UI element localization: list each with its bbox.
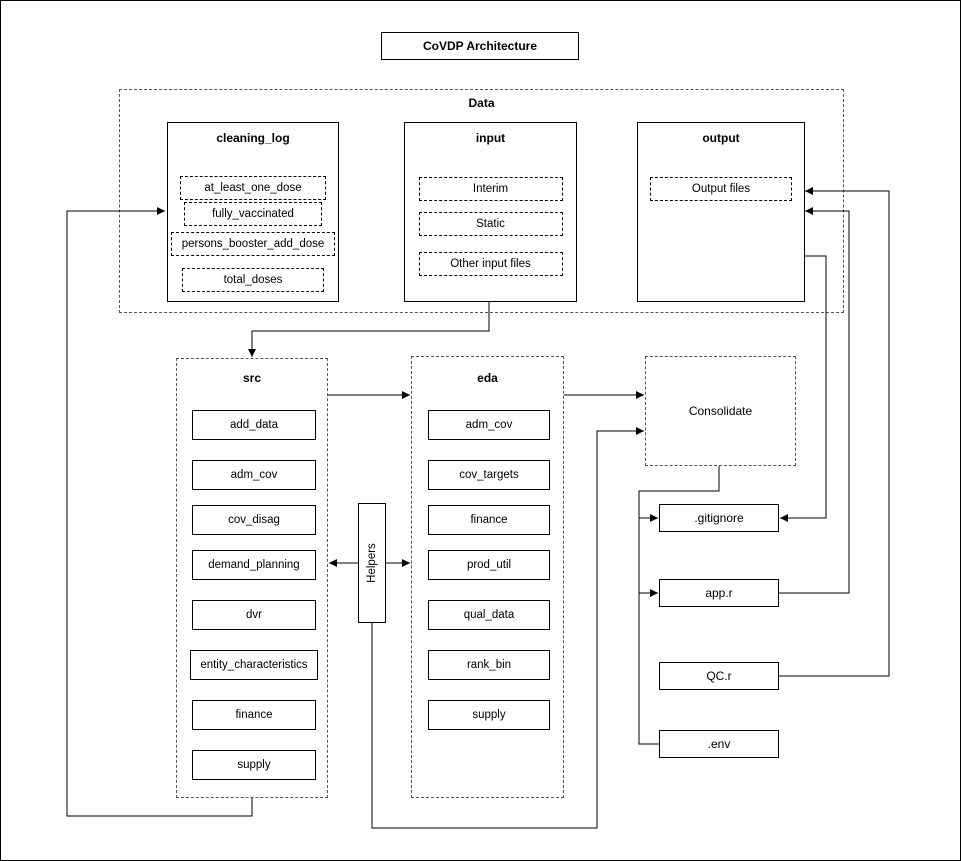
eda-container: eda adm_cov cov_targets finance prod_uti… xyxy=(411,356,564,798)
output-label: output xyxy=(702,131,740,145)
src-container: src add_data adm_cov cov_disag demand_pl… xyxy=(176,358,328,798)
eda-label: eda xyxy=(477,371,498,385)
src-item: add_data xyxy=(192,410,316,440)
eda-item: cov_targets xyxy=(428,460,550,490)
diagram-title: CoVDP Architecture xyxy=(381,32,579,60)
cleaning-log-item: at_least_one_dose xyxy=(180,176,326,200)
data-container-label: Data xyxy=(468,96,495,110)
consolidate-label: Consolidate xyxy=(688,404,753,418)
eda-item: prod_util xyxy=(428,550,550,580)
gitignore-box: .gitignore xyxy=(659,504,779,532)
output-box: output Output files xyxy=(637,122,805,302)
output-item: Output files xyxy=(650,177,792,201)
cleaning-log-label: cleaning_log xyxy=(216,131,290,145)
src-item: demand_planning xyxy=(192,550,316,580)
eda-item: finance xyxy=(428,505,550,535)
cleaning-log-item: persons_booster_add_dose xyxy=(171,232,335,256)
src-item: dvr xyxy=(192,600,316,630)
src-item: adm_cov xyxy=(192,460,316,490)
src-item: cov_disag xyxy=(192,505,316,535)
data-container: Data cleaning_log at_least_one_dose full… xyxy=(119,89,844,313)
cleaning-log-box: cleaning_log at_least_one_dose fully_vac… xyxy=(167,122,339,302)
src-item: finance xyxy=(192,700,316,730)
input-label: input xyxy=(475,131,506,145)
cleaning-log-item: fully_vaccinated xyxy=(184,202,322,226)
cleaning-log-item: total_doses xyxy=(182,268,324,292)
eda-item: rank_bin xyxy=(428,650,550,680)
consolidate-box: Consolidate xyxy=(645,356,796,466)
app-r-box: app.r xyxy=(659,579,779,607)
input-item: Other input files xyxy=(418,252,563,276)
helpers-label: Helpers xyxy=(366,543,379,583)
input-item: Static xyxy=(418,212,563,236)
input-box: input Interim Static Other input files xyxy=(404,122,577,302)
src-label: src xyxy=(242,371,262,385)
eda-item: adm_cov xyxy=(428,410,550,440)
eda-item: supply xyxy=(428,700,550,730)
input-item: Interim xyxy=(418,177,563,201)
eda-item: qual_data xyxy=(428,600,550,630)
env-box: .env xyxy=(659,730,779,758)
qc-r-box: QC.r xyxy=(659,662,779,690)
helpers-box: Helpers xyxy=(358,503,386,623)
src-item: entity_characteristics xyxy=(190,650,318,680)
src-item: supply xyxy=(192,750,316,780)
